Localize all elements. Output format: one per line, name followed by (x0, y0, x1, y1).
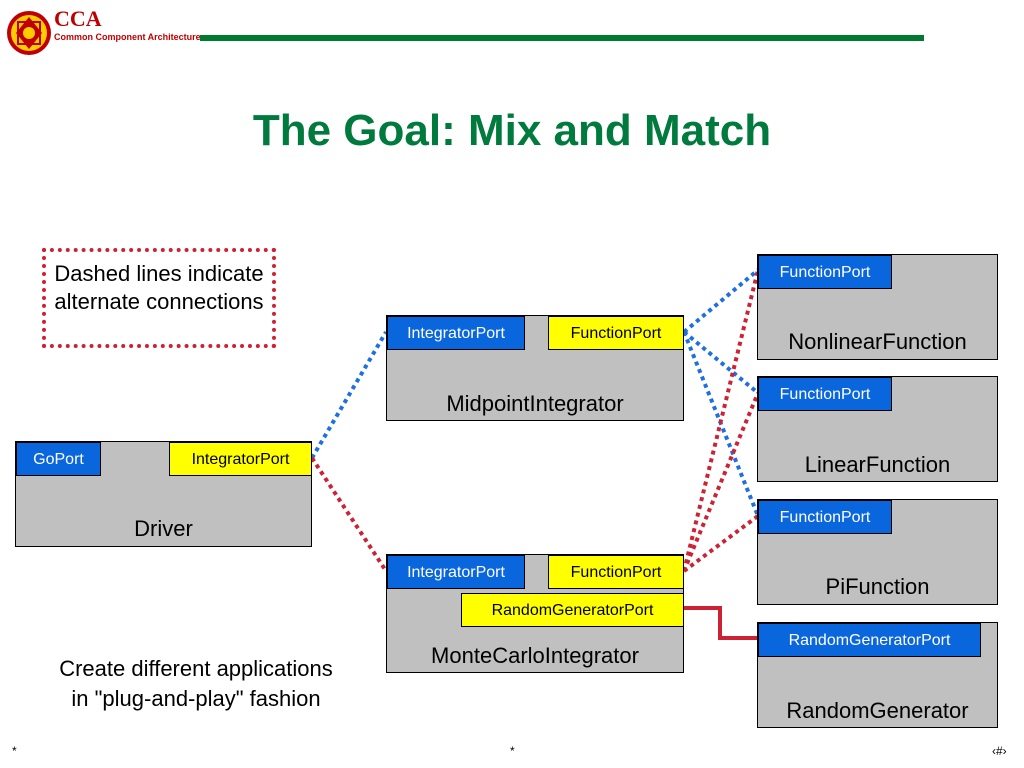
slide-number: ‹#› (992, 744, 1007, 758)
midpoint-functionport[interactable]: FunctionPort (548, 316, 684, 350)
pi-functionport[interactable]: FunctionPort (758, 500, 892, 534)
link-montecarlo-nonlinear (682, 269, 760, 572)
legend-note: Dashed lines indicate alternate connecti… (42, 248, 276, 348)
logo-text: CCA (54, 6, 102, 31)
montecarlo-randomgeneratorport[interactable]: RandomGeneratorPort (461, 593, 684, 627)
link-montecarlo-random (684, 606, 758, 640)
montecarlo-integrator-component[interactable]: IntegratorPort FunctionPort RandomGenera… (386, 554, 684, 673)
linear-functionport[interactable]: FunctionPort (758, 377, 892, 411)
random-label: RandomGenerator (786, 698, 969, 723)
nonlinear-function-component[interactable]: FunctionPort NonlinearFunction (757, 254, 998, 360)
linear-label: LinearFunction (804, 452, 951, 477)
driver-integratorport[interactable]: IntegratorPort (169, 442, 312, 476)
footer-center: * (510, 744, 515, 758)
montecarlo-functionport[interactable]: FunctionPort (548, 555, 684, 589)
cca-logo-icon (7, 11, 51, 55)
footer-left: * (12, 744, 17, 758)
slide-title: The Goal: Mix and Match (252, 106, 772, 155)
goport[interactable]: GoPort (16, 442, 101, 476)
link-driver-midpoint (310, 330, 388, 460)
montecarlo-label: MonteCarloIntegrator (431, 643, 639, 668)
caption: Create different applications in "plug-a… (20, 654, 372, 714)
midpoint-label: MidpointIntegrator (446, 391, 624, 416)
link-midpoint-nonlinear (682, 268, 760, 334)
logo-subtitle: Common Component Architecture (54, 32, 201, 42)
pi-label: PiFunction (825, 574, 930, 599)
nonlinear-label: NonlinearFunction (788, 329, 967, 354)
link-montecarlo-linear (682, 392, 760, 572)
link-driver-montecarlo (310, 456, 388, 573)
random-generator-component[interactable]: RandomGeneratorPort RandomGenerator (757, 622, 998, 728)
nonlinear-functionport[interactable]: FunctionPort (758, 255, 892, 289)
caption-line-2: in "plug-and-play" fashion (71, 686, 321, 711)
driver-component[interactable]: GoPort IntegratorPort Driver (15, 441, 312, 547)
caption-line-1: Create different applications (59, 656, 333, 681)
montecarlo-integratorport[interactable]: IntegratorPort (387, 555, 525, 589)
midpoint-integratorport[interactable]: IntegratorPort (387, 316, 525, 350)
header-bar (200, 35, 924, 41)
random-generatorport[interactable]: RandomGeneratorPort (758, 623, 981, 657)
linear-function-component[interactable]: FunctionPort LinearFunction (757, 376, 998, 482)
link-midpoint-pi (682, 331, 760, 517)
midpoint-integrator-component[interactable]: IntegratorPort FunctionPort MidpointInte… (386, 315, 684, 421)
driver-label: Driver (134, 516, 193, 541)
pi-function-component[interactable]: FunctionPort PiFunction (757, 499, 998, 605)
